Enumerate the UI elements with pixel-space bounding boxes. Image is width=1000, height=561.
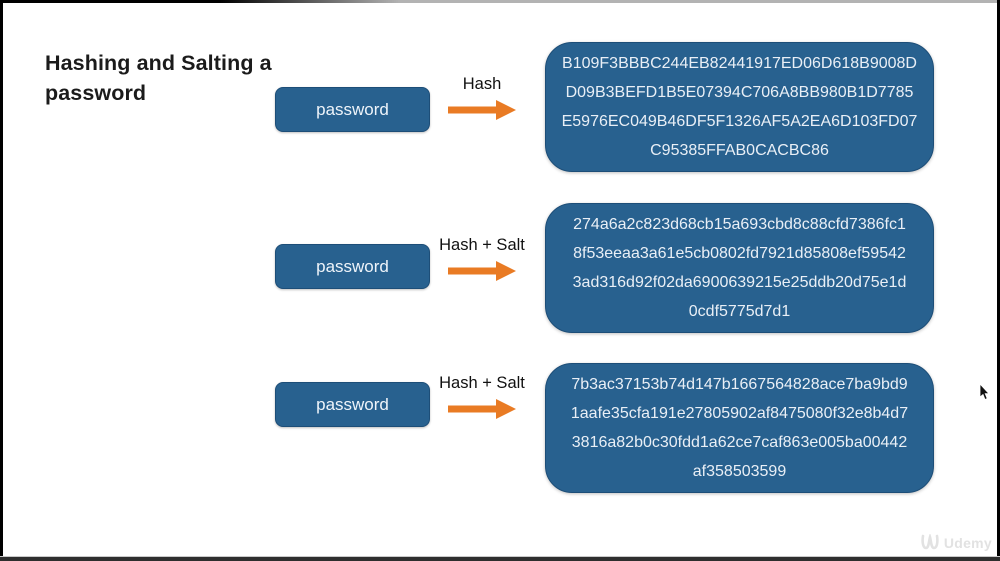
arrow-right-icon: [448, 399, 516, 419]
operation-label: Hash + Salt: [439, 374, 525, 392]
password-box: password: [275, 382, 430, 427]
operation-group: Hash + Salt: [438, 235, 526, 281]
hash-output-text: B109F3BBBC244EB82441917ED06D618B9008D D0…: [561, 55, 918, 159]
password-box: password: [275, 87, 430, 132]
arrow-right-icon: [448, 100, 516, 120]
operation-label: Hash: [462, 75, 502, 93]
hash-output-box: 7b3ac37153b74d147b1667564828ace7ba9bd9 1…: [545, 363, 934, 493]
udemy-logo: Udemy: [920, 534, 992, 552]
hash-output-box: B109F3BBBC244EB82441917ED06D618B9008D D0…: [545, 42, 934, 172]
video-progress-bar: [0, 557, 1000, 561]
hash-output-text: 274a6a2c823d68cb15a693cbd8c88cfd7386fc1 …: [572, 216, 907, 320]
player-divider-line: [0, 556, 1000, 557]
operation-label: Hash + Salt: [439, 236, 525, 254]
frame-border-left: [0, 0, 3, 556]
operation-group: Hash: [438, 74, 526, 120]
mouse-cursor-icon: [979, 384, 990, 401]
operation-group: Hash + Salt: [438, 373, 526, 419]
frame-border-right: [997, 0, 1000, 556]
frame-border-top: [0, 0, 1000, 3]
hash-output-box: 274a6a2c823d68cb15a693cbd8c88cfd7386fc1 …: [545, 203, 934, 333]
password-label: password: [316, 99, 389, 119]
password-box: password: [275, 244, 430, 289]
password-label: password: [316, 394, 389, 414]
page-title: Hashing and Salting a password: [45, 51, 272, 106]
arrow-right-icon: [448, 261, 516, 281]
udemy-wordmark: Udemy: [943, 535, 992, 551]
password-label: password: [316, 256, 389, 276]
hash-output-text: 7b3ac37153b74d147b1667564828ace7ba9bd9 1…: [570, 376, 909, 480]
udemy-swirl-icon: [921, 534, 939, 550]
